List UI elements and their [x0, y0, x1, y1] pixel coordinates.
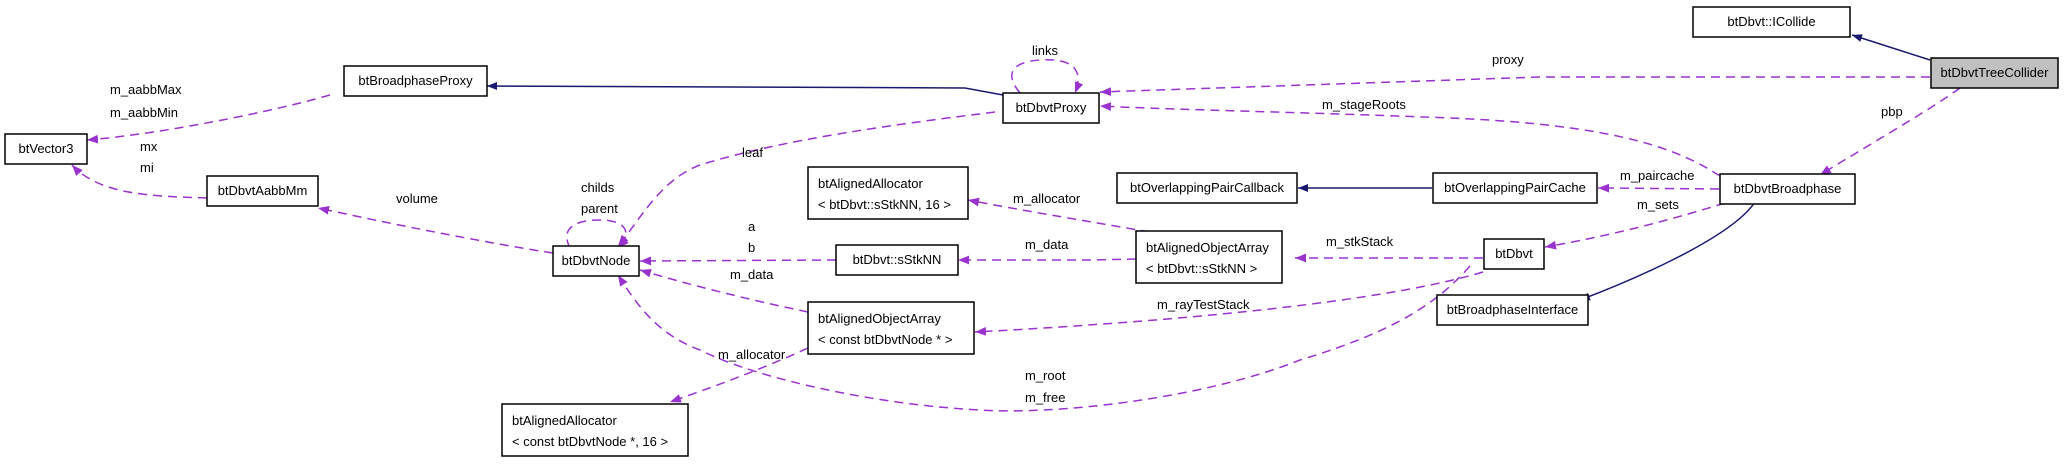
node-btdbvttreecollider-label: btDbvtTreeCollider [1941, 65, 2050, 80]
node-btdbvtnode[interactable]: btDbvtNode [552, 245, 640, 277]
edge-links [1011, 59, 1084, 94]
node-btdbvtaabbmm[interactable]: btDbvtAabbMm [206, 175, 319, 207]
node-btalignedobjectarray-constnode[interactable]: btAlignedObjectArray < const btDbvtNode … [807, 301, 975, 355]
edge-proxy [1099, 76, 1930, 97]
label-mi: mi [140, 160, 154, 175]
label-volume: volume [396, 191, 438, 206]
node-btdbvtproxy[interactable]: btDbvtProxy [1002, 92, 1100, 124]
edge-m-root-free [617, 265, 1471, 412]
label-m-paircache: m_paircache [1620, 168, 1694, 183]
label-childs: childs [581, 180, 615, 195]
label-a: a [748, 219, 756, 234]
edge-m-allocator-stknn [967, 197, 1151, 233]
node-btdbvt-sstknn-label: btDbvt::sStkNN [853, 252, 942, 267]
node-btdbvtnode-label: btDbvtNode [562, 253, 631, 268]
label-parent: parent [581, 201, 618, 216]
node-btalignedallocator-constnode-line2: < const btDbvtNode *, 16 > [512, 434, 668, 449]
edge-treecollider-to-icollide [1851, 34, 1931, 61]
edge-m-allocator-constnode [669, 347, 809, 403]
node-btdbvt-icollide[interactable]: btDbvt::ICollide [1692, 6, 1851, 38]
label-m-root: m_root [1025, 368, 1066, 383]
node-btdbvtaabbmm-label: btDbvtAabbMm [218, 183, 308, 198]
edge-childs-parent [566, 219, 629, 249]
label-b: b [748, 240, 755, 255]
node-btalignedobjectarray-constnode-line2: < const btDbvtNode * > [818, 332, 952, 347]
node-btdbvt-label: btDbvt [1495, 246, 1533, 261]
node-btdbvt-sstknn[interactable]: btDbvt::sStkNN [835, 244, 959, 276]
label-m-allocator-stknn: m_allocator [1013, 191, 1081, 206]
node-btdbvtbroadphase-label: btDbvtBroadphase [1734, 181, 1842, 196]
edge-m-raytestack [974, 271, 1484, 336]
node-btbroadphaseinterface[interactable]: btBroadphaseInterface [1436, 294, 1589, 326]
node-btalignedobjectarray-stknn-line2: < btDbvt::sStkNN > [1146, 261, 1257, 276]
node-btalignedobjectarray-stknn-line1: btAlignedObjectArray [1146, 240, 1269, 255]
edge-labels: proxy pbp links m_stageRoots m_aabbMax m… [110, 43, 1903, 405]
node-btalignedallocator-constnode-line1: btAlignedAllocator [512, 413, 617, 428]
label-pbp: pbp [1881, 104, 1903, 119]
edge-m-paircache [1597, 183, 1720, 193]
label-m-aabbmin: m_aabbMin [110, 105, 178, 120]
label-m-stkstack: m_stkStack [1326, 234, 1394, 249]
edge-m-aabb [86, 94, 331, 144]
edge-m-data-constnode [639, 268, 809, 313]
label-m-aabbmax: m_aabbMax [110, 82, 182, 97]
inheritance-edges [486, 34, 1931, 301]
edge-volume [317, 206, 554, 254]
node-btvector3-label: btVector3 [19, 141, 74, 156]
label-m-data-constnode: m_data [730, 267, 774, 282]
label-links: links [1032, 43, 1059, 58]
edge-pbp [1819, 87, 1961, 176]
node-btalignedallocator-stknn-line1: btAlignedAllocator [818, 176, 923, 191]
edge-a-b [639, 256, 837, 266]
node-btdbvt[interactable]: btDbvt [1483, 238, 1545, 270]
edge-dbvtproxy-to-broadphaseproxy [486, 82, 1004, 96]
label-proxy: proxy [1492, 52, 1524, 67]
edge-leaf [617, 111, 996, 247]
edge-m-stagerootsroots [1099, 102, 1721, 177]
node-btoverlappingpaircache[interactable]: btOverlappingPairCache [1432, 172, 1598, 204]
node-btoverlappingpaircache-label: btOverlappingPairCache [1444, 180, 1586, 195]
node-btvector3[interactable]: btVector3 [4, 133, 88, 165]
edge-m-data-stknn [958, 255, 1137, 265]
label-mx: mx [140, 139, 158, 154]
node-btbroadphaseproxy-label: btBroadphaseProxy [358, 73, 473, 88]
node-btbroadphaseinterface-label: btBroadphaseInterface [1447, 302, 1579, 317]
node-btalignedallocator-constnode[interactable]: btAlignedAllocator < const btDbvtNode *,… [501, 403, 689, 457]
node-btdbvtbroadphase[interactable]: btDbvtBroadphase [1719, 173, 1856, 205]
node-btdbvtproxy-label: btDbvtProxy [1016, 100, 1087, 115]
node-btalignedallocator-stknn[interactable]: btAlignedAllocator < btDbvt::sStkNN, 16 … [807, 166, 969, 220]
node-btalignedobjectarray-stknn[interactable]: btAlignedObjectArray < btDbvt::sStkNN > [1135, 230, 1283, 284]
node-btoverlappingpaircallback-label: btOverlappingPairCallback [1130, 180, 1284, 195]
node-btdbvt-icollide-label: btDbvt::ICollide [1727, 14, 1815, 29]
label-m-data-stknn: m_data [1025, 237, 1069, 252]
node-btoverlappingpaircallback[interactable]: btOverlappingPairCallback [1116, 172, 1298, 204]
edge-broadphase-to-interface [1579, 201, 1756, 301]
node-btalignedobjectarray-constnode-line1: btAlignedObjectArray [818, 311, 941, 326]
label-m-raytestack: m_rayTestStack [1157, 297, 1250, 312]
label-m-free: m_free [1025, 390, 1065, 405]
node-btdbvttreecollider[interactable]: btDbvtTreeCollider [1930, 57, 2059, 89]
label-m-sets: m_sets [1637, 197, 1679, 212]
label-m-allocator-constnode: m_allocator [718, 347, 786, 362]
edge-m-sets [1544, 202, 1726, 250]
node-btalignedallocator-stknn-line2: < btDbvt::sStkNN, 16 > [818, 197, 951, 212]
usage-edges [71, 59, 1961, 412]
label-m-stageroots: m_stageRoots [1322, 97, 1406, 112]
edge-mx-mi [71, 164, 208, 199]
node-btbroadphaseproxy[interactable]: btBroadphaseProxy [343, 65, 488, 97]
label-leaf: leaf [742, 145, 763, 160]
